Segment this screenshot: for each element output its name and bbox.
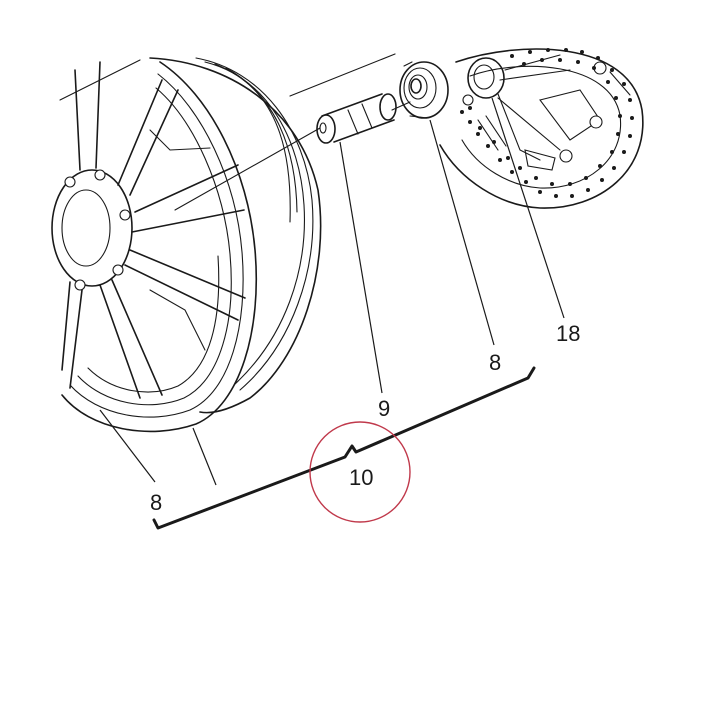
- rim-inner-2: [77, 87, 232, 406]
- tyre-tread-line-4: [225, 67, 291, 223]
- tyre-tread-line-3: [214, 63, 298, 213]
- highlight-circle: [309, 421, 411, 523]
- spacer-part: [316, 93, 397, 144]
- hub-bolt-4: [74, 279, 86, 291]
- leader-8-left: [99, 409, 156, 483]
- tyre-tread-line-1: [195, 57, 314, 391]
- hub-bolt-1: [94, 169, 106, 181]
- axle-guide-right: [391, 101, 411, 111]
- wheel-hub: [51, 169, 133, 287]
- wheel-assembly-drawing: [51, 57, 322, 433]
- wheel-spokes: [61, 61, 246, 399]
- hub-bolt-5: [64, 176, 76, 188]
- callout-10: 10: [349, 465, 373, 490]
- disc-inner-ring: [461, 65, 622, 189]
- axle-guide-top: [289, 53, 396, 97]
- tyre-outer: [149, 57, 322, 414]
- brake-disc-part: [439, 48, 644, 209]
- callout-18: 18: [556, 321, 580, 346]
- rim-inner-1: [69, 73, 244, 418]
- callout-8-left: 8: [150, 490, 162, 515]
- hub-bolt-3: [112, 264, 124, 276]
- rim-outer: [61, 61, 258, 433]
- leader-8-right: [429, 119, 495, 346]
- tyre-tread-line-2: [204, 61, 305, 386]
- assembly-bracket: [152, 366, 536, 530]
- axle-line-left: [59, 59, 141, 101]
- disc-center: [467, 57, 505, 99]
- bearing-part: [399, 61, 449, 119]
- wheel-hub-inner: [61, 189, 111, 267]
- leader-9: [339, 141, 383, 394]
- rim-inner-3: [87, 255, 220, 393]
- disc-outer: [439, 48, 644, 209]
- hub-bolt-2: [119, 209, 131, 221]
- callout-9: 9: [378, 396, 390, 421]
- disc-drill-holes: [460, 48, 634, 198]
- axle-guide-center: [174, 127, 321, 211]
- leader-10-wheel: [192, 427, 217, 486]
- leader-18: [491, 97, 565, 319]
- callout-8-right: 8: [489, 350, 501, 375]
